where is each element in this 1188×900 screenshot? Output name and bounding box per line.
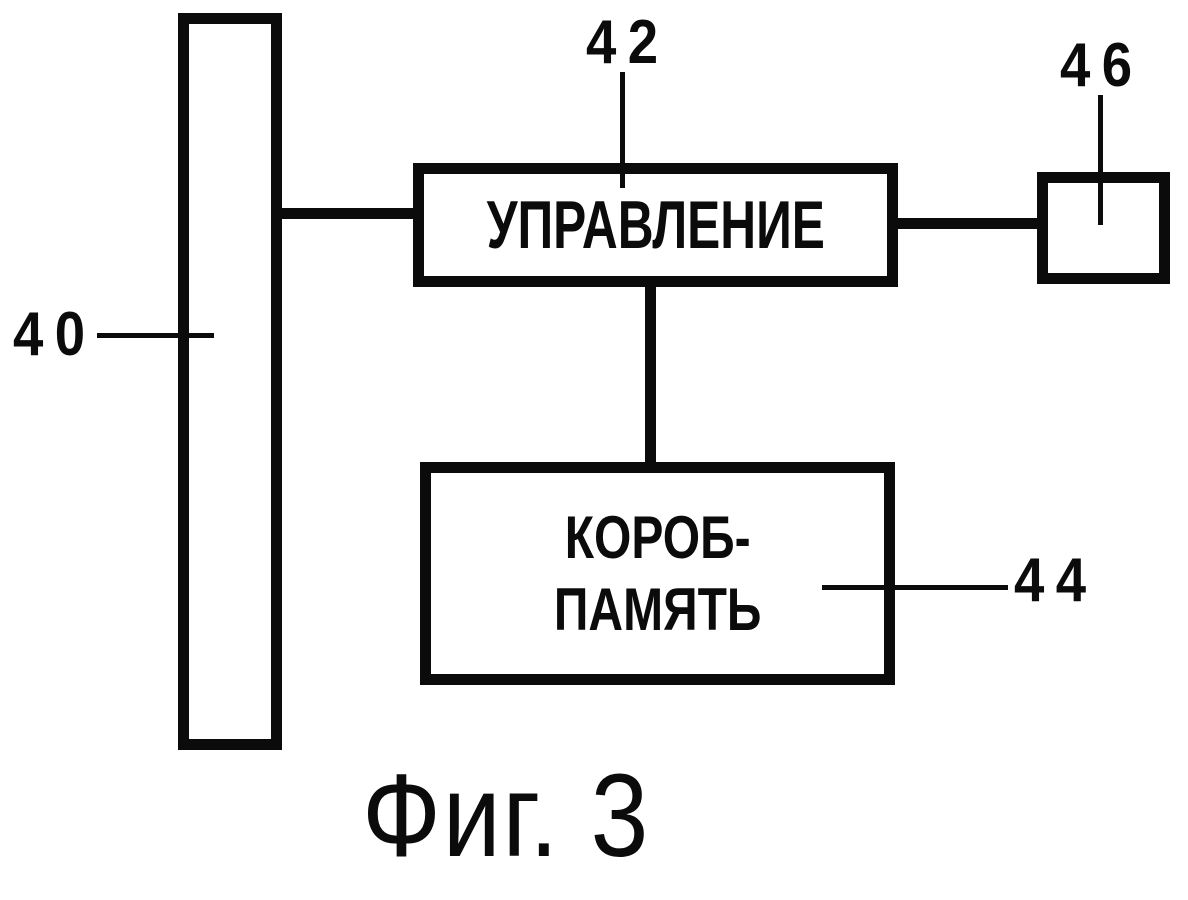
node-42-control-box: УПРАВЛЕНИЕ (413, 163, 898, 287)
ref-label-44: 44 (1014, 546, 1098, 615)
memory-box-label-line1: КОРОБ- (564, 503, 751, 571)
connector-control-to-memory (645, 283, 656, 467)
leader-line-40 (97, 333, 214, 338)
connector-bar-to-control (276, 208, 418, 219)
leader-line-44 (822, 585, 1008, 590)
memory-box-label-line2: ПАМЯТЬ (553, 575, 762, 643)
connector-control-to-smallbox (893, 218, 1042, 229)
node-44-memory-box: КОРОБ- ПАМЯТЬ (420, 462, 895, 685)
ref-label-40: 40 (13, 300, 97, 369)
memory-box-label: КОРОБ- ПАМЯТЬ (554, 502, 761, 646)
ref-label-46: 46 (1060, 31, 1144, 100)
leader-line-42 (620, 72, 625, 188)
node-40-bar (178, 13, 282, 750)
leader-line-46 (1098, 95, 1103, 225)
control-box-label: УПРАВЛЕНИЕ (486, 187, 825, 263)
node-46-box (1037, 172, 1170, 284)
figure-caption: Фиг. 3 (362, 750, 651, 882)
ref-label-42: 42 (586, 8, 670, 77)
